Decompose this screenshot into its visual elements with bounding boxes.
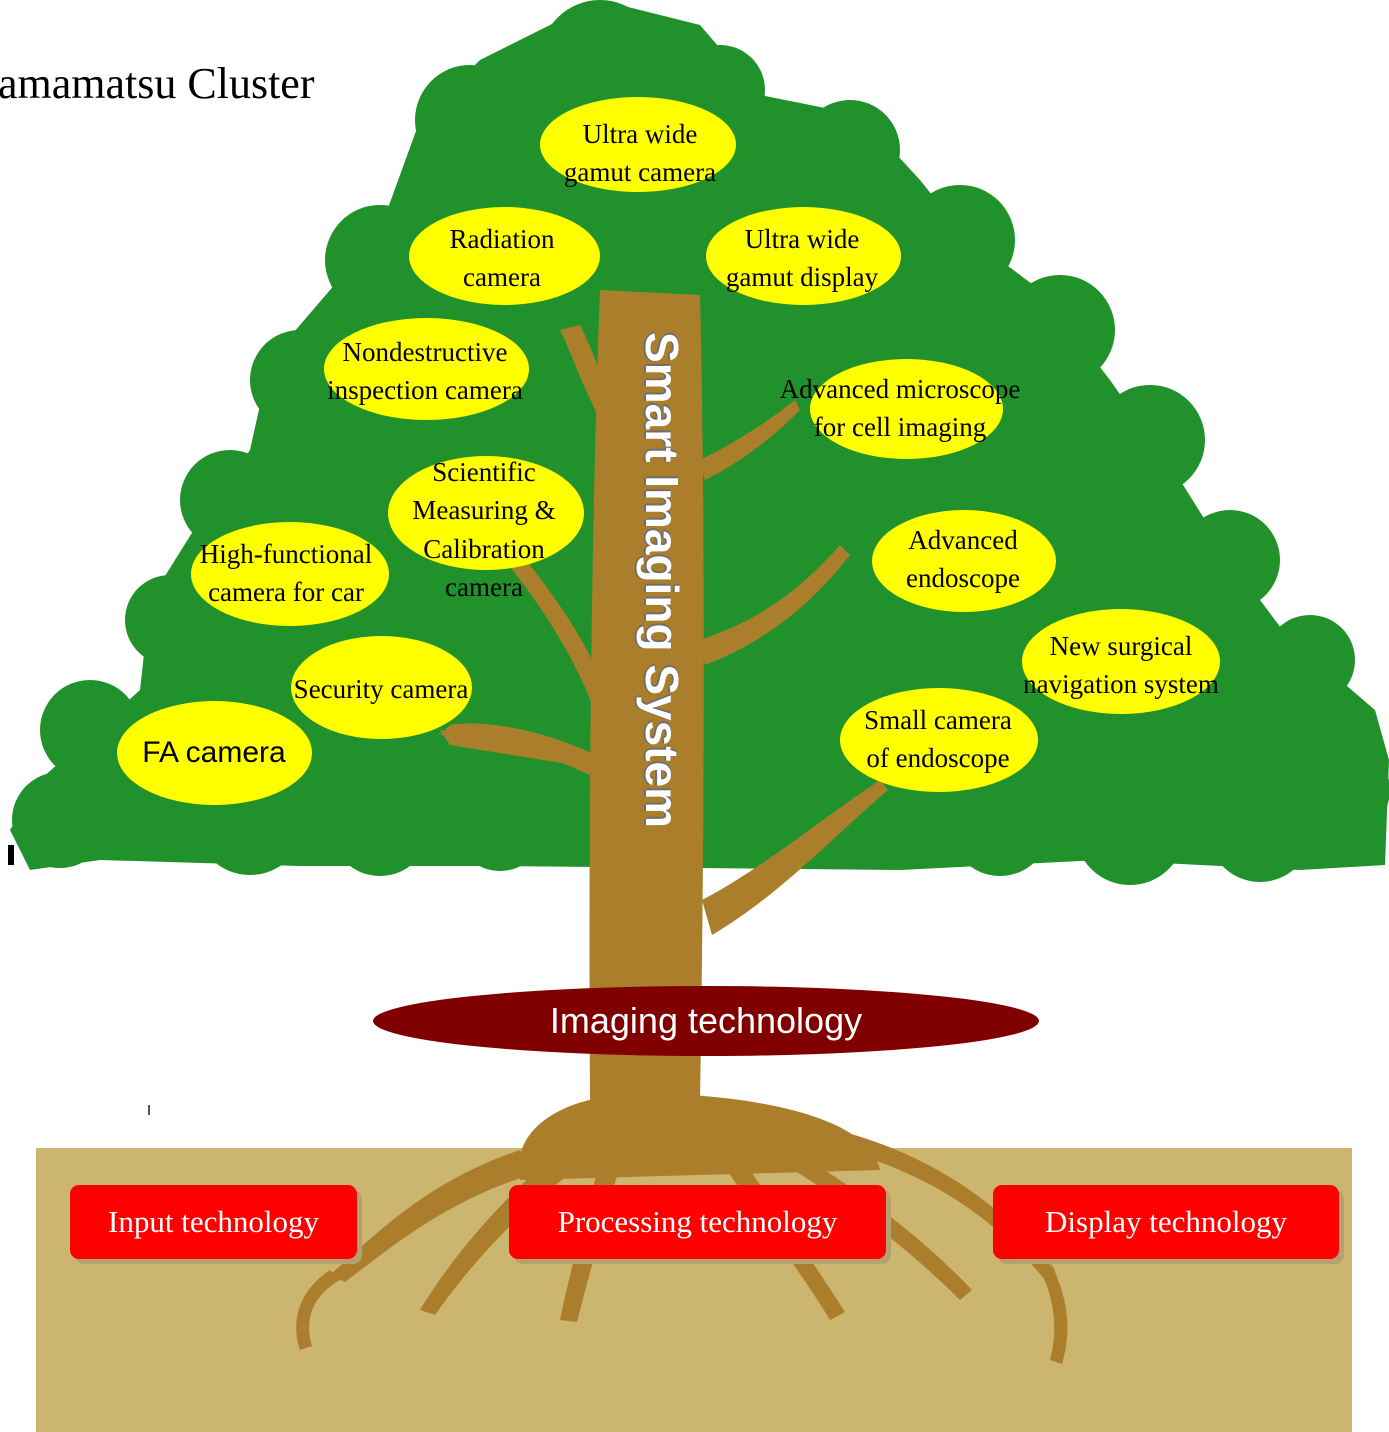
- small-mark: [148, 1105, 150, 1115]
- label-security-camera: Security camera: [293, 674, 469, 704]
- processing-technology-box: Processing technology: [509, 1185, 886, 1259]
- leaf-nondestructive-inspection-camera: [324, 318, 529, 420]
- foliage-stroke: [8, 845, 14, 865]
- imaging-technology-base: Imaging technology: [373, 986, 1039, 1056]
- leaf-fa-camera: [117, 701, 312, 805]
- page-title: amamatsu Cluster: [0, 59, 315, 108]
- leaf-ultra-wide-gamut-display: [706, 207, 901, 305]
- trunk-label: Smart Imaging System: [636, 332, 688, 828]
- trunk: [440, 290, 888, 1180]
- leaf-new-surgical-navigation: [1022, 609, 1220, 714]
- leaf-high-functional-camera: [191, 522, 389, 626]
- input-technology-box: Input technology: [70, 1185, 357, 1259]
- leaf-advanced-endoscope: [872, 510, 1056, 612]
- leaf-scientific-measuring-camera: [388, 456, 584, 570]
- leaf-security-camera: [291, 636, 472, 739]
- display-technology-box: Display technology: [993, 1185, 1339, 1259]
- leaf-ultra-wide-gamut-camera: [540, 97, 736, 192]
- leaf-advanced-microscope: [810, 359, 1003, 459]
- label-fa-camera: FA camera: [142, 736, 286, 769]
- leaf-radiation-camera: [409, 207, 600, 305]
- leaf-small-camera-endoscope: [840, 688, 1038, 792]
